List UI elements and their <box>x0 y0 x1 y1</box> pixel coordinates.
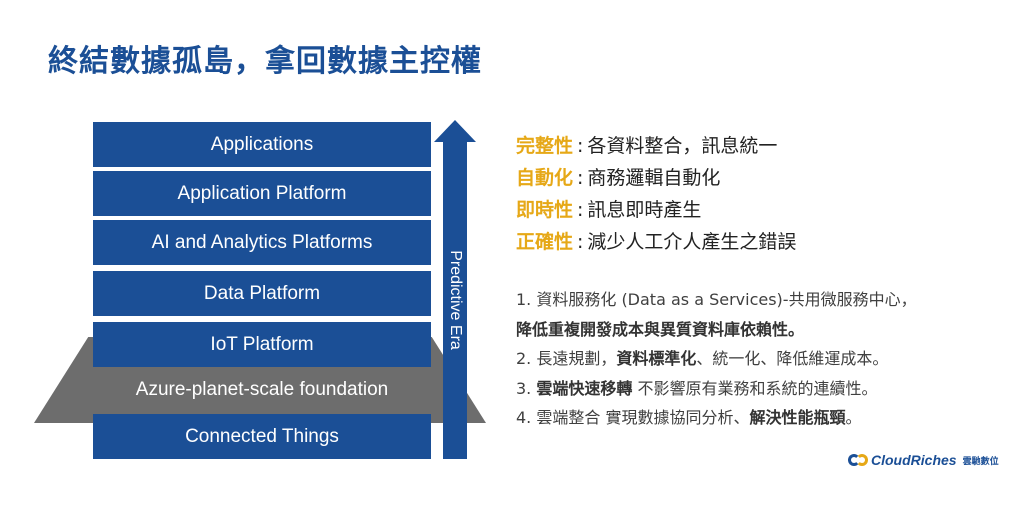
arrow-label: Predictive Era <box>447 250 464 350</box>
note-3-bold: 雲端快速移轉 <box>536 378 633 398</box>
layer-ai-analytics: AI and Analytics Platforms <box>93 220 431 265</box>
feature-item: 正確性:減少人工介人產生之錯誤 <box>516 226 796 258</box>
feature-key: 自動化 <box>516 167 574 189</box>
layer-azure-foundation: Azure-planet-scale foundation <box>93 368 431 411</box>
layer-connected-things: Connected Things <box>93 414 431 459</box>
notes-list: 1. 資料服務化 (Data as a Services)-共用微服務中心， 降… <box>516 285 917 433</box>
feature-list: 完整性:各資料整合，訊息統一 自動化:商務邏輯自動化 即時性:訊息即時產生 正確… <box>516 130 796 258</box>
layer-application-platform: Application Platform <box>93 171 431 216</box>
note-2-rest: 、統一化、降低維運成本。 <box>696 349 889 368</box>
note-4-bold: 解決性能瓶頸 <box>749 408 846 427</box>
feature-item: 完整性:各資料整合，訊息統一 <box>516 130 796 162</box>
feature-value: 商務邏輯自動化 <box>587 167 721 189</box>
feature-separator: : <box>577 199 584 221</box>
feature-value: 減少人工介人產生之錯誤 <box>587 231 797 253</box>
note-4: 4. 雲端整合 實現數據協同分析、解決性能瓶頸。 <box>516 403 917 433</box>
note-4-rest: 。 <box>845 408 862 427</box>
note-2: 2. 長遠規劃，資料標準化、統一化、降低維運成本。 <box>516 344 917 374</box>
note-1: 1. 資料服務化 (Data as a Services)-共用微服務中心， <box>516 290 917 309</box>
feature-item: 自動化:商務邏輯自動化 <box>516 162 796 194</box>
feature-value: 訊息即時產生 <box>587 199 702 221</box>
page-title: 終結數據孤島，拿回數據主控權 <box>48 44 482 79</box>
cloud-logo-icon <box>848 452 868 468</box>
layer-data-platform: Data Platform <box>93 271 431 316</box>
note-3: 3. 雲端快速移轉 不影響原有業務和系統的連續性。 <box>516 374 917 404</box>
platform-stack-diagram: Applications Application Platform AI and… <box>34 120 486 459</box>
layer-iot-platform: IoT Platform <box>93 322 431 367</box>
up-arrow-icon <box>434 120 476 142</box>
logo-name: CloudRiches <box>871 452 957 468</box>
feature-key: 正確性 <box>516 231 574 253</box>
note-3-rest: 不影響原有業務和系統的連續性。 <box>632 378 878 398</box>
company-logo: CloudRiches 雲馳數位 <box>848 452 999 468</box>
logo-subtitle: 雲馳數位 <box>962 456 999 467</box>
layer-applications: Applications <box>93 122 431 167</box>
note-3-text: 3. <box>516 378 537 398</box>
note-1-continued: 降低重複開發成本與異質資料庫依賴性。 <box>516 315 917 345</box>
feature-item: 即時性:訊息即時產生 <box>516 194 796 226</box>
feature-separator: : <box>577 135 584 157</box>
feature-key: 完整性 <box>516 135 574 157</box>
note-2-text: 2. 長遠規劃， <box>516 349 617 368</box>
note-2-bold: 資料標準化 <box>616 349 697 368</box>
feature-separator: : <box>577 167 584 189</box>
note-4-text: 4. 雲端整合 實現數據協同分析、 <box>516 408 750 427</box>
feature-key: 即時性 <box>516 199 574 221</box>
feature-value: 各資料整合，訊息統一 <box>587 135 778 157</box>
feature-separator: : <box>577 231 584 253</box>
arrow-shaft <box>443 141 467 459</box>
note-1-bold: 降低重複開發成本與異質資料庫依賴性。 <box>516 319 805 339</box>
